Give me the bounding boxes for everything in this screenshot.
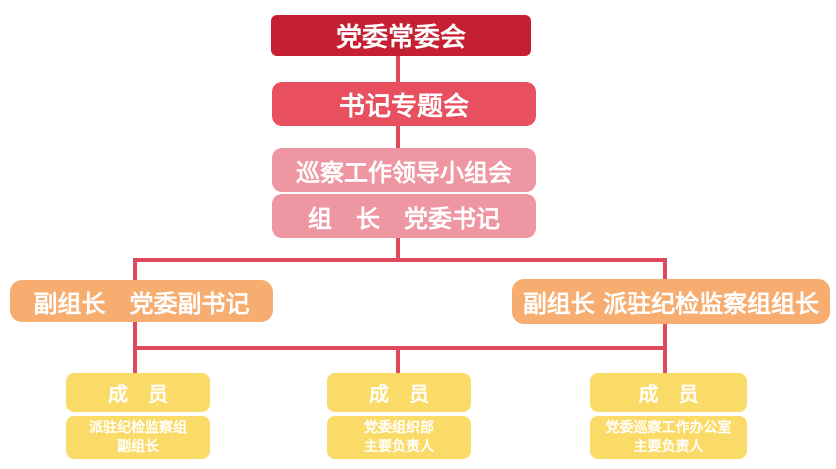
connector-v-top2 xyxy=(396,124,400,150)
node-member-1: 成 员 xyxy=(66,373,210,412)
node-member-3-detail: 党委巡察工作办公室 主要负责人 xyxy=(590,416,747,459)
connector-v-top1 xyxy=(396,54,400,84)
node-deputy-leader-right: 副组长 派驻纪检监察组组长 xyxy=(512,279,830,324)
node-deputy-leader-left: 副组长 党委副书记 xyxy=(10,280,273,322)
node-member-2-detail: 党委组织部 主要负责人 xyxy=(327,416,471,459)
connector-h-upper xyxy=(133,258,667,262)
node-member-2: 成 员 xyxy=(327,373,471,412)
member-2-detail-line1: 党委组织部 xyxy=(364,419,434,436)
member-1-detail-line1: 派驻纪检监察组 xyxy=(89,419,187,436)
connector-v-member-left xyxy=(133,348,137,373)
node-inspection-leading-group-meeting: 巡察工作领导小组会 xyxy=(272,148,536,192)
connector-v-member-right xyxy=(663,348,667,373)
connector-v-leader-down xyxy=(396,236,400,262)
member-3-detail-line2: 主要负责人 xyxy=(633,438,704,455)
member-column-1: 成 员 派驻纪检监察组 副组长 xyxy=(66,373,210,459)
member-3-detail-line1: 党委巡察工作办公室 xyxy=(605,419,732,436)
member-column-3: 成 员 党委巡察工作办公室 主要负责人 xyxy=(590,373,747,459)
connector-v-member-middle xyxy=(396,348,400,375)
member-1-detail-line2: 副组长 xyxy=(117,438,159,455)
member-2-detail-line2: 主要负责人 xyxy=(364,438,434,455)
node-party-standing-committee: 党委常委会 xyxy=(271,15,531,56)
connector-h-lower xyxy=(133,346,667,350)
node-secretary-special-meeting: 书记专题会 xyxy=(272,82,536,126)
node-group-leader: 组 长 党委书记 xyxy=(272,194,536,238)
node-member-3: 成 员 xyxy=(590,373,747,412)
member-column-2: 成 员 党委组织部 主要负责人 xyxy=(327,373,471,459)
node-member-1-detail: 派驻纪检监察组 副组长 xyxy=(66,416,210,459)
